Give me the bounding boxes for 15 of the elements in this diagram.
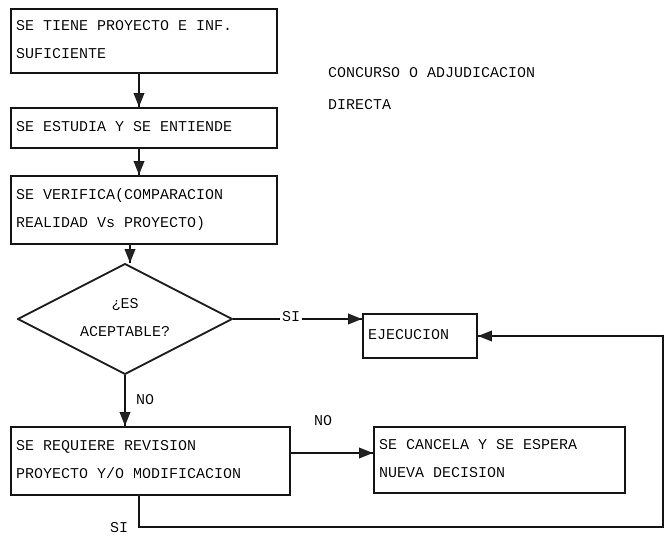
process-box: SE VERIFICA(COMPARACION REALIDAD Vs PROYECTO)	[10, 175, 278, 245]
arrow	[119, 375, 131, 426]
arrow	[133, 74, 145, 107]
process-box: SE ESTUDIA Y SE ENTIENDE	[10, 107, 278, 149]
decision-text: ¿ES ACEPTABLE?	[78, 294, 171, 343]
arrow	[233, 313, 362, 325]
arrow	[133, 149, 145, 175]
arrow	[291, 447, 373, 459]
arrow	[124, 245, 136, 263]
process-box: SE CANCELA Y SE ESPERA NUEVA DECISION	[373, 426, 626, 494]
process-box: SE TIENE PROYECTO E INF. SUFICIENTE	[10, 8, 278, 74]
note-text: CONCURSO O ADJUDICACION DIRECTA	[328, 64, 536, 116]
process-box: SE REQUIERE REVISION PROYECTO Y/O MODIFICACION	[10, 426, 291, 496]
process-box: EJECUCION	[362, 313, 478, 359]
arrow	[138, 330, 664, 528]
